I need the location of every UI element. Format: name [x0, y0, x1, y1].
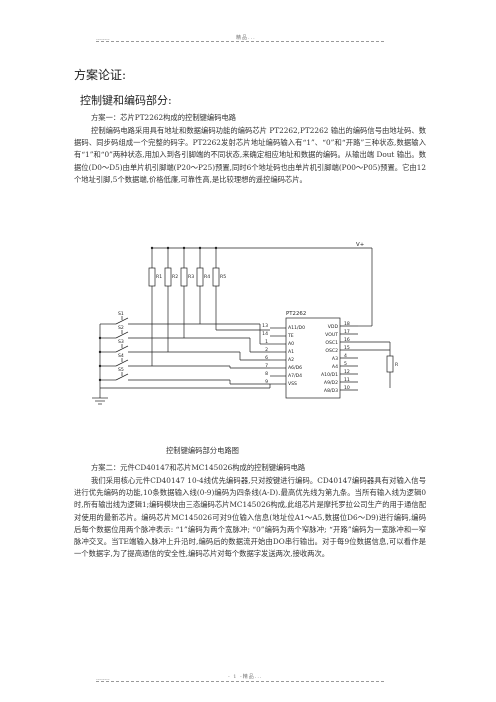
chip-left-pin-3: 1 [265, 339, 268, 345]
page-footer-rule [96, 681, 384, 682]
chip-left-pin-8: 9 [265, 379, 268, 385]
chip-left-pin-6: 7 [265, 363, 268, 369]
chip-right-name-6: A4 [332, 364, 338, 370]
switch-label-s4: S4 [118, 353, 124, 359]
chip-right-pin-9: 10 [344, 385, 350, 391]
chip-right-pin-7: 12 [344, 369, 350, 375]
page-header-lead: -------- [96, 37, 110, 43]
chip-name: PT2262 [286, 311, 306, 317]
chip-right-pin-5: 4 [344, 353, 347, 359]
chip-left-name-6: A6/D6 [288, 365, 302, 371]
chip-right-pin-8: 11 [344, 377, 350, 383]
chip-left-name-2: TE [287, 333, 294, 339]
circuit-svg: V+ R1 R2 R3 R4 R5 R S1 S2 S3 S4 S5 PT226… [92, 242, 399, 405]
resistor-label-r3: R3 [188, 274, 194, 280]
chip-right-name-9: A8/D3 [324, 388, 338, 394]
scheme2-body: 我们采用核心元件CD40147 10-4线优先编码器,只对按键进行编码。CD40… [74, 476, 426, 559]
chip-right-pin-6: 5 [344, 361, 347, 367]
switch-s3 [100, 344, 168, 353]
page-footer-lead: -------- [96, 677, 110, 683]
chip-right-name-3: OSC1 [325, 340, 338, 346]
resistor-r1 [148, 267, 156, 287]
page-footer-mark: - 1 -精品... [228, 674, 263, 680]
page-header-rule [96, 41, 384, 42]
resistor-r-out [386, 355, 394, 373]
page-header-mark: 精品... [236, 35, 256, 41]
vcc-label: V+ [356, 242, 364, 248]
resistor-label-r4: R4 [204, 274, 210, 280]
resistor-r5 [212, 267, 220, 287]
circuit-diagram: V+ R1 R2 R3 R4 R5 R S1 S2 S3 S4 S5 PT226… [80, 238, 410, 416]
chip-right-pin-2: 17 [344, 329, 350, 335]
resistor-label-r2: R2 [172, 274, 178, 280]
switch-s2 [100, 330, 184, 339]
chip-left-pin-5: 6 [265, 355, 268, 361]
chip-left-pin-7: 8 [265, 371, 268, 377]
switch-label-s3: S3 [118, 339, 124, 345]
chip-right-pin-1: 18 [344, 321, 350, 327]
chip-left-pin-1: 13 [262, 323, 268, 329]
resistor-label-r5: R5 [220, 274, 226, 280]
chip-right-pin-4: 15 [344, 345, 350, 351]
scheme1-title: 方案一：芯片PT2262构成的控制键编码电路 [91, 113, 237, 122]
chip-right-name-5: A3 [332, 356, 338, 362]
chip-right-name-1: VDD [328, 324, 339, 330]
chip-left-name-5: A2 [288, 357, 294, 363]
heading-main: 方案论证: [74, 68, 127, 82]
chip-right-name-8: A9/D2 [324, 380, 338, 386]
switch-s5 [100, 372, 270, 385]
chip-right-name-4: OSC2 [325, 348, 338, 354]
chip-right-pin-3: 16 [344, 337, 350, 343]
chip-left-name-4: A1 [288, 349, 294, 355]
chip-right-name-2: VOUT [325, 332, 338, 338]
chip-left-name-8: VSS [288, 381, 297, 387]
heading-section: 控制键和编码部分: [80, 94, 172, 107]
resistor-label-r1: R1 [156, 274, 162, 280]
switch-s4 [100, 358, 152, 367]
figure-caption: 控制键编码部分电路图 [166, 446, 239, 455]
scheme2-title: 方案二：元件CD40147和芯片MC145026构成的控制键编码电路 [91, 463, 306, 472]
resistor-r3 [180, 267, 188, 287]
chip-left-name-1: A11/D0 [288, 325, 305, 331]
resistor-label-r-out: R [395, 362, 399, 368]
resistor-r4 [196, 267, 204, 287]
chip-left-name-7: A7/D4 [288, 373, 302, 379]
chip-left-name-3: A0 [288, 341, 294, 347]
switch-label-s5: S5 [118, 367, 124, 373]
switch-s1 [100, 316, 200, 325]
switch-label-s2: S2 [118, 325, 124, 331]
chip-left-pin-2: 14 [262, 331, 268, 337]
chip-left-pin-4: 2 [265, 347, 268, 353]
scheme1-body: 控制编码电路采用具有地址和数据编码功能的编码芯片 PT2262,PT2262 输… [74, 126, 426, 184]
resistor-r2 [164, 267, 172, 287]
switch-label-s1: S1 [118, 311, 124, 317]
chip-right-name-7: A10/D1 [321, 372, 338, 378]
